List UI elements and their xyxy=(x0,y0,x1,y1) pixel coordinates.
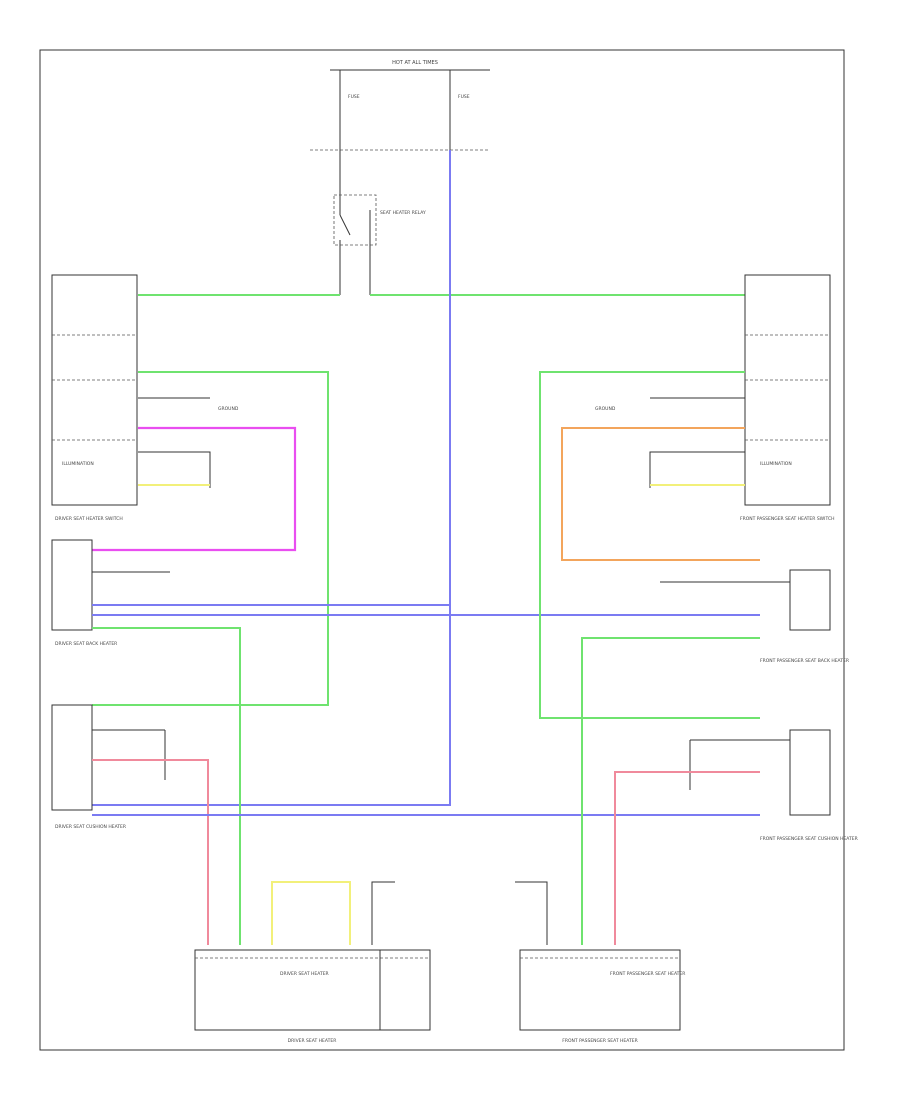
relay-label: SEAT HEATER RELAY xyxy=(380,210,426,216)
left-illum-label: ILLUMINATION xyxy=(62,461,94,467)
wire-magenta-left xyxy=(92,426,297,552)
left-heater-cushion-label: DRIVER SEAT CUSHION HEATER xyxy=(55,824,126,830)
left-cushion-heater: DRIVER SEAT CUSHION HEATER xyxy=(51,704,166,830)
right-heater-cushion-label: FRONT PASSENGER SEAT CUSHION HEATER xyxy=(760,836,858,842)
wire-green-right-1 xyxy=(539,371,760,719)
wire-yellow-left-module xyxy=(271,881,351,945)
right-back-heater: FRONT PASSENGER SEAT BACK HEATER xyxy=(660,569,849,664)
seat-heater-relay: SEAT HEATER RELAY xyxy=(333,150,426,295)
power-feed: HOT AT ALL TIMES FUSE FUSE xyxy=(310,60,490,151)
footer-center-right: FRONT PASSENGER SEAT HEATER xyxy=(562,1038,637,1044)
wire-red-right xyxy=(614,771,760,945)
wire-green-left-1 xyxy=(92,371,329,706)
fuse-label-left: FUSE xyxy=(348,94,360,100)
left-switch-block: DRIVER SEAT HEATER SWITCH ILLUMINATION xyxy=(51,274,138,522)
left-module: DRIVER SEAT HEATER xyxy=(194,949,431,1031)
footer-center-left: DRIVER SEAT HEATER xyxy=(288,1038,337,1044)
diagram-border xyxy=(39,49,845,1051)
left-switch-label: DRIVER SEAT HEATER SWITCH xyxy=(55,516,123,522)
wire-orange-right xyxy=(561,427,760,561)
right-heater-back-label: FRONT PASSENGER SEAT BACK HEATER xyxy=(760,658,849,664)
right-switch-label: FRONT PASSENGER SEAT HEATER SWITCH xyxy=(740,516,834,522)
wire-green-left-back xyxy=(92,627,241,945)
fuse-label-right: FUSE xyxy=(458,94,470,100)
left-module-label: DRIVER SEAT HEATER xyxy=(280,971,329,977)
right-module: FRONT PASSENGER SEAT HEATER xyxy=(519,949,685,1031)
wire-blue-trunk xyxy=(92,150,451,806)
wire-black-right-illum xyxy=(649,451,745,488)
wire-black-left-illum xyxy=(138,451,211,488)
right-illum-label: ILLUMINATION xyxy=(760,461,792,467)
wire-green-right-back xyxy=(581,637,760,945)
wire-black-right-module xyxy=(515,881,548,945)
left-heater-back-label: DRIVER SEAT BACK HEATER xyxy=(55,641,117,647)
left-back-heater: DRIVER SEAT BACK HEATER xyxy=(51,539,170,647)
right-module-label: FRONT PASSENGER SEAT HEATER xyxy=(610,971,685,977)
wire-red-left xyxy=(92,759,209,945)
top-feed-label: HOT AT ALL TIMES xyxy=(392,60,438,66)
right-ground-label: GROUND xyxy=(595,406,616,412)
left-ground-label: GROUND xyxy=(218,406,239,412)
wire-black-left-module xyxy=(371,881,395,945)
right-switch-block: FRONT PASSENGER SEAT HEATER SWITCH ILLUM… xyxy=(740,274,834,522)
right-cushion-heater: FRONT PASSENGER SEAT CUSHION HEATER xyxy=(689,729,858,842)
